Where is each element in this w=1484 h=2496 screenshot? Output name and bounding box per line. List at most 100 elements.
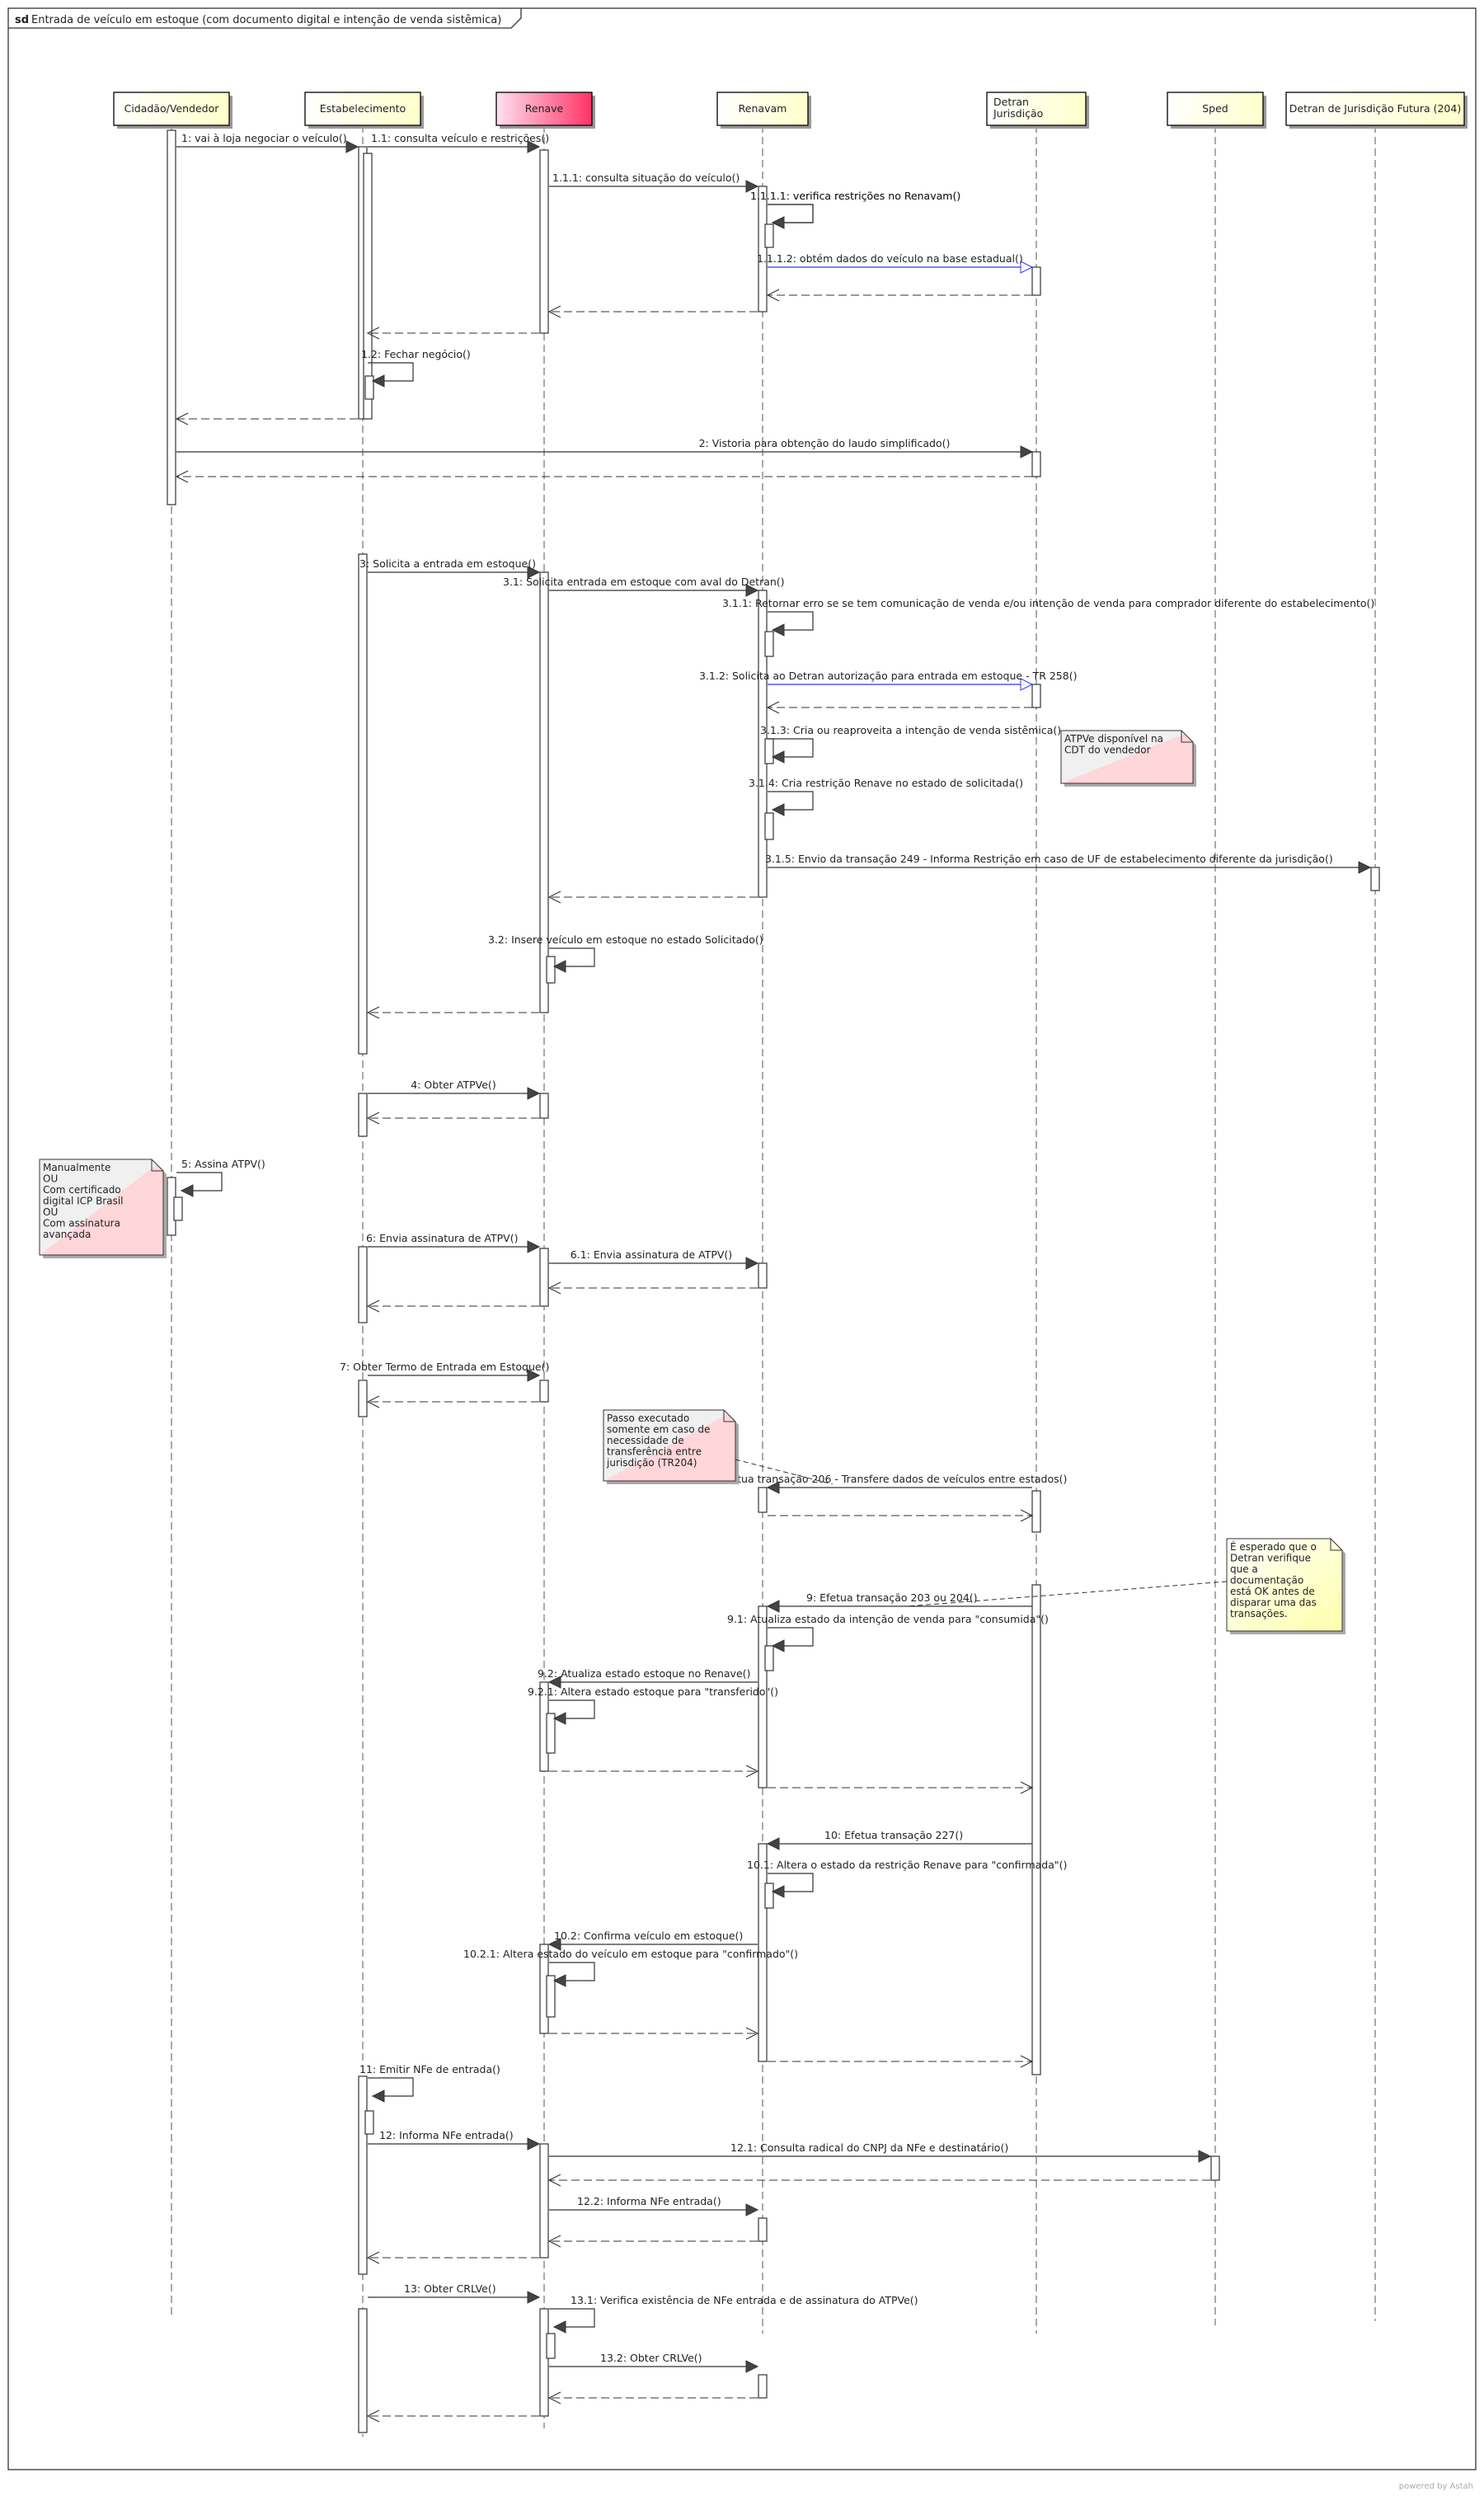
activation-bar: [758, 186, 768, 313]
arrow-head: [527, 2137, 541, 2151]
message-label: 1.1.1.1: verifica restrições no Renavam(…: [750, 190, 960, 202]
activation-bar: [546, 1713, 556, 1754]
arrow-head: [527, 1087, 541, 1100]
arrow-head: [180, 1184, 194, 1197]
activation-bar: [758, 2374, 768, 2399]
message-label: 3: Solicita a entrada em estoque(): [359, 557, 536, 570]
activation-bar: [539, 149, 549, 334]
message-label: 6: Envia assinatura de ATPV(): [366, 1232, 518, 1244]
note-text: digital ICP Brasil: [43, 1196, 124, 1207]
activation-bar: [758, 2217, 768, 2242]
activation-bar: [358, 553, 368, 1055]
message-label: 9: Efetua transação 203 ou 204(): [806, 1591, 978, 1604]
lifeline-head-renave: [495, 92, 593, 126]
message-label: 6.1: Envia assinatura de ATPV(): [571, 1248, 732, 1261]
self-message-line: [768, 1627, 814, 1647]
message-label: 3.1.5: Envio da transação 249 - Informa …: [765, 853, 1333, 865]
activation-bar: [1031, 684, 1041, 708]
activation-bar: [764, 1883, 774, 1909]
message-label: 2: Vistoria para obtenção do laudo simpl…: [699, 437, 951, 449]
arrow-head: [1358, 861, 1372, 874]
message-label: 11: Emitir NFe de entrada(): [359, 2063, 500, 2075]
lifeline-label-renavam: Renavam: [739, 102, 787, 115]
arrow-head: [771, 1639, 785, 1652]
message-label: 9.1: Atualiza estado da intenção de vend…: [727, 1613, 1049, 1625]
arrow-head: [527, 1369, 541, 1382]
activation-bar: [1031, 1584, 1041, 2075]
self-message-line: [176, 1172, 223, 1192]
message-label: 4: Obter ATPVe(): [411, 1079, 495, 1091]
return-arrow-head: [366, 2251, 380, 2264]
return-arrow-head: [547, 305, 561, 318]
lifeline-label-detran: Detran: [993, 96, 1029, 108]
activation-bar: [539, 571, 549, 1013]
note-text: transferência entre: [607, 1446, 702, 1458]
activation-bar: [364, 375, 374, 400]
return-arrow-head: [547, 2391, 561, 2404]
self-message-line: [768, 791, 814, 811]
self-message-line: [549, 2308, 595, 2328]
note-passo: [603, 1409, 736, 1482]
return-arrow-head: [366, 1300, 380, 1313]
self-message-line: [549, 947, 595, 967]
activation-bar: [758, 1487, 768, 1513]
self-message-line: [368, 362, 414, 382]
note-text: documentação: [1230, 1575, 1303, 1586]
self-message-line: [768, 738, 814, 758]
note-fold: [1181, 731, 1193, 743]
arrow-head: [547, 1676, 561, 1689]
arrow-head: [1198, 2150, 1212, 2163]
activation-bar: [358, 1380, 368, 1417]
activation-bar: [1210, 2155, 1220, 2181]
return-arrow-head: [547, 2235, 561, 2248]
activation-bar: [358, 2308, 368, 2433]
lifeline-label-detran: Jurisdição: [993, 107, 1043, 120]
arrow-head: [547, 1938, 561, 1951]
return-arrow-head: [547, 891, 561, 904]
self-message-line: [768, 204, 814, 223]
arrow-head: [371, 374, 385, 388]
activation-bar: [546, 2333, 556, 2359]
activation-bar: [1031, 1490, 1041, 1533]
arrow-head: [1020, 445, 1034, 458]
note-text: somente em caso de: [607, 1424, 710, 1436]
note-text: necessidade de: [607, 1435, 684, 1446]
activation-bar: [546, 956, 556, 984]
arrow-head: [771, 803, 785, 816]
return-arrow-head: [547, 1281, 561, 1295]
activation-bar: [758, 1605, 768, 1789]
message-label: 1: vai à loja negociar o veículo(): [181, 132, 347, 144]
message-label: 1.1: consulta veículo e restrições(): [371, 132, 549, 144]
note-text: Com assinatura: [43, 1218, 120, 1229]
arrow-head: [345, 140, 359, 153]
return-arrow-head: [1020, 1509, 1034, 1522]
frame-tab: [8, 8, 522, 29]
message-label: 10: Efetua transação 227(): [824, 1829, 963, 1841]
self-message-line: [368, 2077, 414, 2097]
return-arrow-head: [366, 1395, 380, 1408]
note-text: Com certificado: [43, 1184, 121, 1196]
activation-bar: [758, 1262, 768, 1289]
activation-bar: [1031, 451, 1041, 477]
note-text: Manualmente: [43, 1162, 110, 1173]
message-label: 12: Informa NFe entrada(): [379, 2129, 514, 2141]
message-label: 10.1: Altera o estado da restrição Renav…: [747, 1859, 1067, 1871]
self-message-line: [768, 204, 814, 223]
frame: [7, 7, 1477, 2470]
lifeline-head-detranfut: [1285, 92, 1465, 126]
arrow-head: [527, 1240, 541, 1253]
activation-bar: [363, 153, 373, 420]
arrow-head: [745, 2203, 759, 2216]
activation-bar: [1031, 266, 1041, 296]
return-arrow-head: [366, 1112, 380, 1125]
activation-bar: [539, 1248, 549, 1307]
frame-keyword: sd: [15, 14, 29, 26]
message-label: 13.2: Obter CRLVe(): [600, 2352, 702, 2364]
activation-bar: [173, 1196, 183, 1221]
message-label: 3.1.1: Retornar erro se se tem comunicaç…: [722, 597, 1374, 609]
frame-title: Entrada de veículo em estoque (com docum…: [31, 14, 501, 26]
arrow-head: [552, 1974, 566, 1987]
message-label: 1.1.1.2: obtém dados do veículo na base …: [757, 252, 1023, 265]
note-text: OU: [43, 1173, 58, 1185]
note-text: CDT do vendedor: [1064, 745, 1151, 756]
